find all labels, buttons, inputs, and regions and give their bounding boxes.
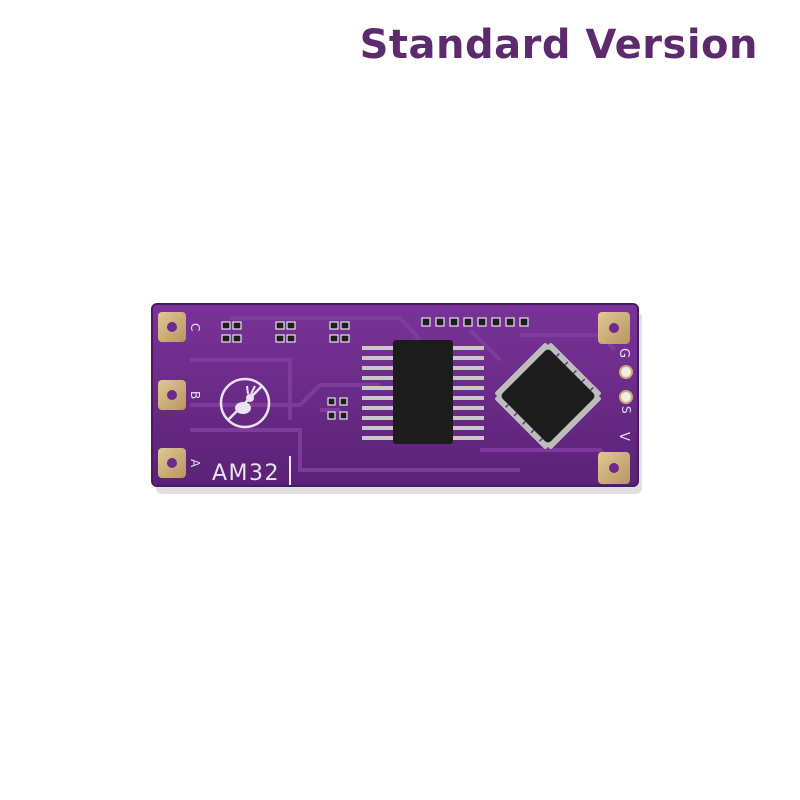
no-rabbit-logo-icon bbox=[219, 377, 271, 429]
pad-label-s: S bbox=[619, 406, 633, 414]
pad-label-a: A bbox=[188, 459, 202, 468]
right-solder-pads bbox=[598, 312, 633, 484]
left-solder-pads bbox=[158, 312, 186, 478]
product-version-title: Standard Version bbox=[359, 22, 758, 68]
driver-ic-chip bbox=[362, 340, 484, 444]
board-label: AM32 bbox=[212, 461, 280, 486]
pad-label-b: B bbox=[188, 391, 202, 399]
smd-components bbox=[221, 317, 529, 420]
mcu-chip bbox=[495, 343, 601, 449]
pad-label-v: V bbox=[616, 432, 631, 441]
pad-s bbox=[619, 390, 633, 404]
pad-label-c: C bbox=[188, 323, 202, 331]
pad-g bbox=[619, 365, 633, 379]
pad-label-g: G bbox=[616, 348, 631, 358]
